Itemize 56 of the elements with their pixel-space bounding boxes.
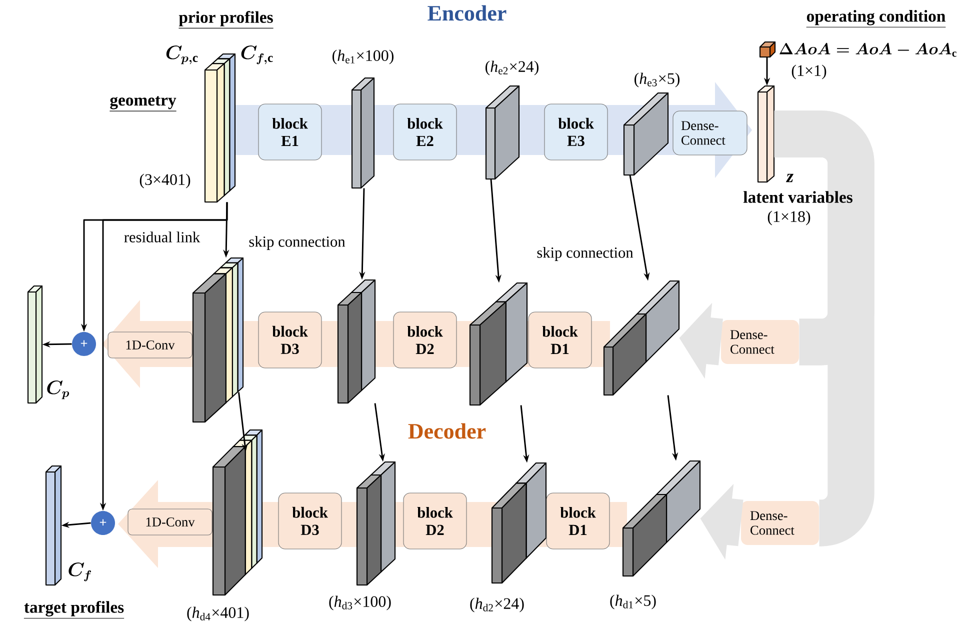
dense-connect-box: Dense-Connect xyxy=(672,110,748,156)
annotation: skip connection xyxy=(537,247,634,261)
feature-map xyxy=(757,85,775,183)
dimension-label: (h$_{e1}$×100) xyxy=(332,50,394,64)
symbol-label: $C_{f}$ xyxy=(68,562,92,582)
feature-map xyxy=(212,429,263,596)
block-box: block E2 xyxy=(393,104,457,160)
block-box: block D2 xyxy=(403,492,467,550)
feature-map xyxy=(337,279,376,404)
dimension-label: (h$_{e3}$×5) xyxy=(634,72,680,88)
feature-map xyxy=(351,77,375,189)
dimension-label: (h$_{d3}$×100) xyxy=(329,596,391,610)
symbol-label: $\Delta AoA= AoA- AoA_{\mathrm{c}}$ xyxy=(780,42,956,57)
block-box: block D1 xyxy=(528,312,592,368)
block-box: block D2 xyxy=(393,312,457,368)
section-title: Decoder xyxy=(408,423,486,439)
dimension-label: (1×18) xyxy=(768,210,810,226)
condition-cube xyxy=(759,41,776,58)
symbol-label: z xyxy=(786,174,794,182)
feature-map xyxy=(485,85,520,180)
heading: target profiles xyxy=(24,600,124,618)
feature-map xyxy=(491,462,547,584)
block-box: block D3 xyxy=(278,492,342,550)
block-box: block E1 xyxy=(258,104,322,160)
dimension-label: (h$_{d4}$×401) xyxy=(187,606,249,622)
conv-box: 1D-Conv xyxy=(108,332,192,358)
dense-connect-box: Dense-Connect xyxy=(721,320,799,364)
dimension-label: (3×401) xyxy=(140,174,190,188)
symbol-label: $C_{f,\mathrm{c}}$ xyxy=(241,45,273,64)
dense-connect-box: Dense-Connect xyxy=(741,501,819,545)
caption-label: latent variables xyxy=(743,191,852,203)
feature-map xyxy=(45,465,62,586)
dimension-label: (h$_{e2}$×24) xyxy=(486,60,538,76)
feature-map xyxy=(204,53,236,203)
block-box: block E3 xyxy=(544,104,608,160)
conv-box: 1D-Conv xyxy=(128,508,212,536)
feature-map xyxy=(622,460,701,577)
dimension-label: (h$_{d1}$×5) xyxy=(610,594,656,610)
annotation: residual link xyxy=(124,232,200,242)
feature-map xyxy=(356,461,396,586)
heading: geometry xyxy=(109,96,177,112)
feature-map xyxy=(623,92,669,176)
block-box: block D3 xyxy=(258,312,322,368)
symbol-label: $C_{p,\mathrm{c}}$ xyxy=(166,45,198,64)
feature-map xyxy=(192,257,244,423)
heading: operating condition xyxy=(806,10,946,28)
dimension-label: (1×1) xyxy=(792,64,826,80)
symbol-label: $C_{p}$ xyxy=(47,380,70,400)
dimension-label: (h$_{d2}$×24) xyxy=(470,598,524,612)
section-title: Encoder xyxy=(428,5,506,21)
feature-map xyxy=(27,285,43,404)
annotation: skip connection xyxy=(249,236,346,250)
feature-map xyxy=(469,282,528,406)
feature-map xyxy=(603,280,680,396)
heading: prior profiles xyxy=(178,11,274,28)
block-box: block D1 xyxy=(546,492,610,550)
